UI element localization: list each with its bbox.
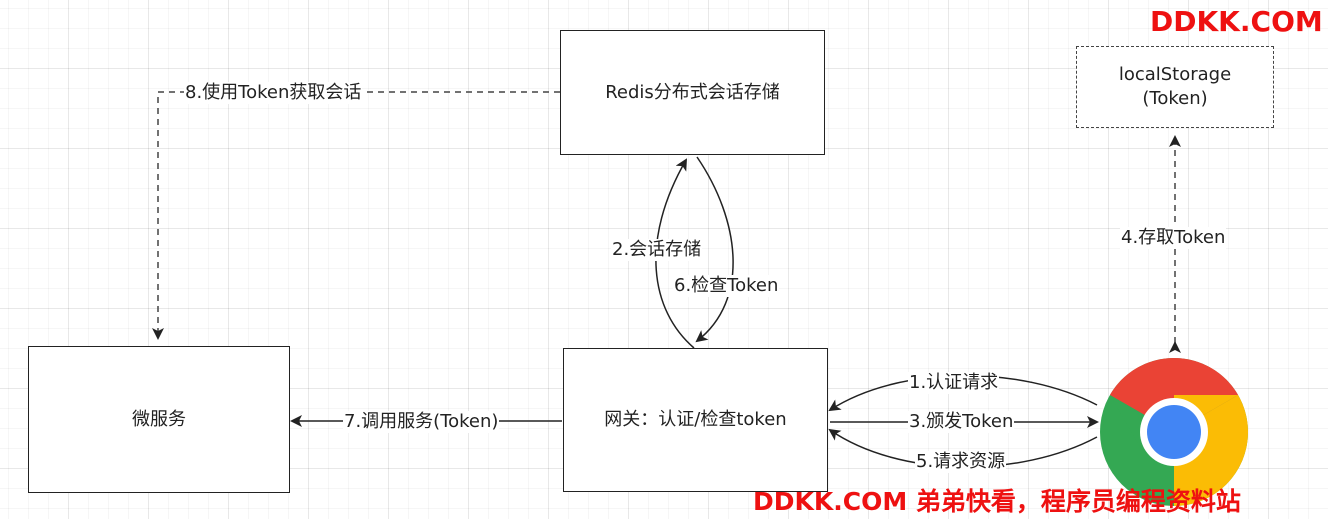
chrome-icon	[1100, 357, 1249, 506]
node-microservice: 微服务	[28, 346, 290, 493]
edge-line-6	[695, 156, 734, 343]
node-gateway-label: 网关：认证/检查token	[604, 409, 787, 430]
node-redis-label: Redis分布式会话存储	[605, 81, 780, 103]
edge-label-3: 3.颁发Token	[908, 411, 1015, 433]
node-microservice-label: 微服务	[132, 408, 186, 430]
edge-label-8: 8.使用Token获取会话	[184, 82, 363, 104]
edge-label-1: 1.认证请求	[908, 372, 1000, 394]
node-redis: Redis分布式会话存储	[560, 30, 825, 155]
edge-line-8	[152, 91, 560, 340]
watermark-bottom: DDKK.COM 弟弟快看，程序员编程资料站	[753, 487, 1241, 516]
edge-label-2: 2.会话存储	[611, 239, 703, 261]
watermark-top: DDKK.COM	[1150, 5, 1323, 38]
edge-label-6: 6.检查Token	[673, 275, 780, 297]
edge-label-4: 4.存取Token	[1120, 227, 1227, 249]
edge-label-5: 5.请求资源	[915, 451, 1007, 473]
edge-label-7: 7.调用服务(Token)	[343, 411, 500, 433]
edge-line-2	[655, 158, 695, 349]
node-gateway: 网关：认证/检查token	[563, 348, 828, 492]
node-local-storage-label: localStorage (Token)	[1118, 64, 1232, 109]
node-local-storage: localStorage (Token)	[1076, 46, 1274, 128]
